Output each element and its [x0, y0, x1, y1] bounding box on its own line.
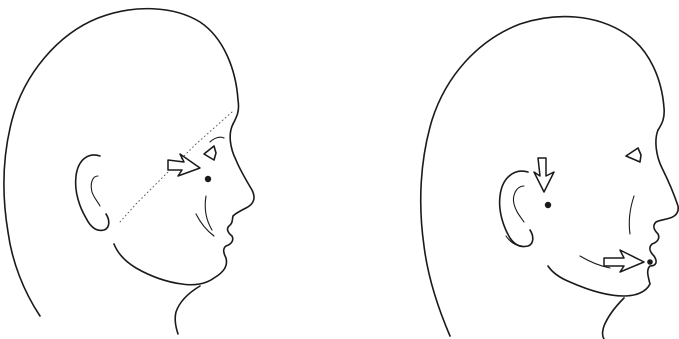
head-right: [421, 17, 678, 339]
head-left-cheek-line: [205, 196, 212, 230]
acupoint-marker-mouth: [647, 259, 653, 265]
head-left-eye: [204, 146, 216, 160]
head-left-ear-inner: [91, 176, 100, 206]
arrow-down-icon: [534, 158, 554, 192]
head-right-face-profile: [548, 130, 678, 296]
arrow-right-icon: [604, 250, 644, 272]
head-right-ear-lobe-line: [506, 236, 522, 246]
head-right-eye: [626, 148, 641, 162]
head-left-outline: [4, 9, 239, 316]
head-right-ear-inner: [513, 186, 524, 222]
acupoint-marker: [205, 176, 211, 182]
head-right-neck: [603, 298, 625, 339]
head-left-face-profile: [114, 124, 254, 285]
head-left-neck: [175, 286, 200, 334]
arrow-icon: [168, 154, 200, 176]
acupoint-marker-ear: [545, 202, 551, 208]
head-left-eyebrow: [210, 137, 224, 142]
head-right-cheek-line: [629, 196, 634, 234]
head-left-jaw-line: [196, 214, 214, 236]
head-left: [4, 9, 254, 334]
